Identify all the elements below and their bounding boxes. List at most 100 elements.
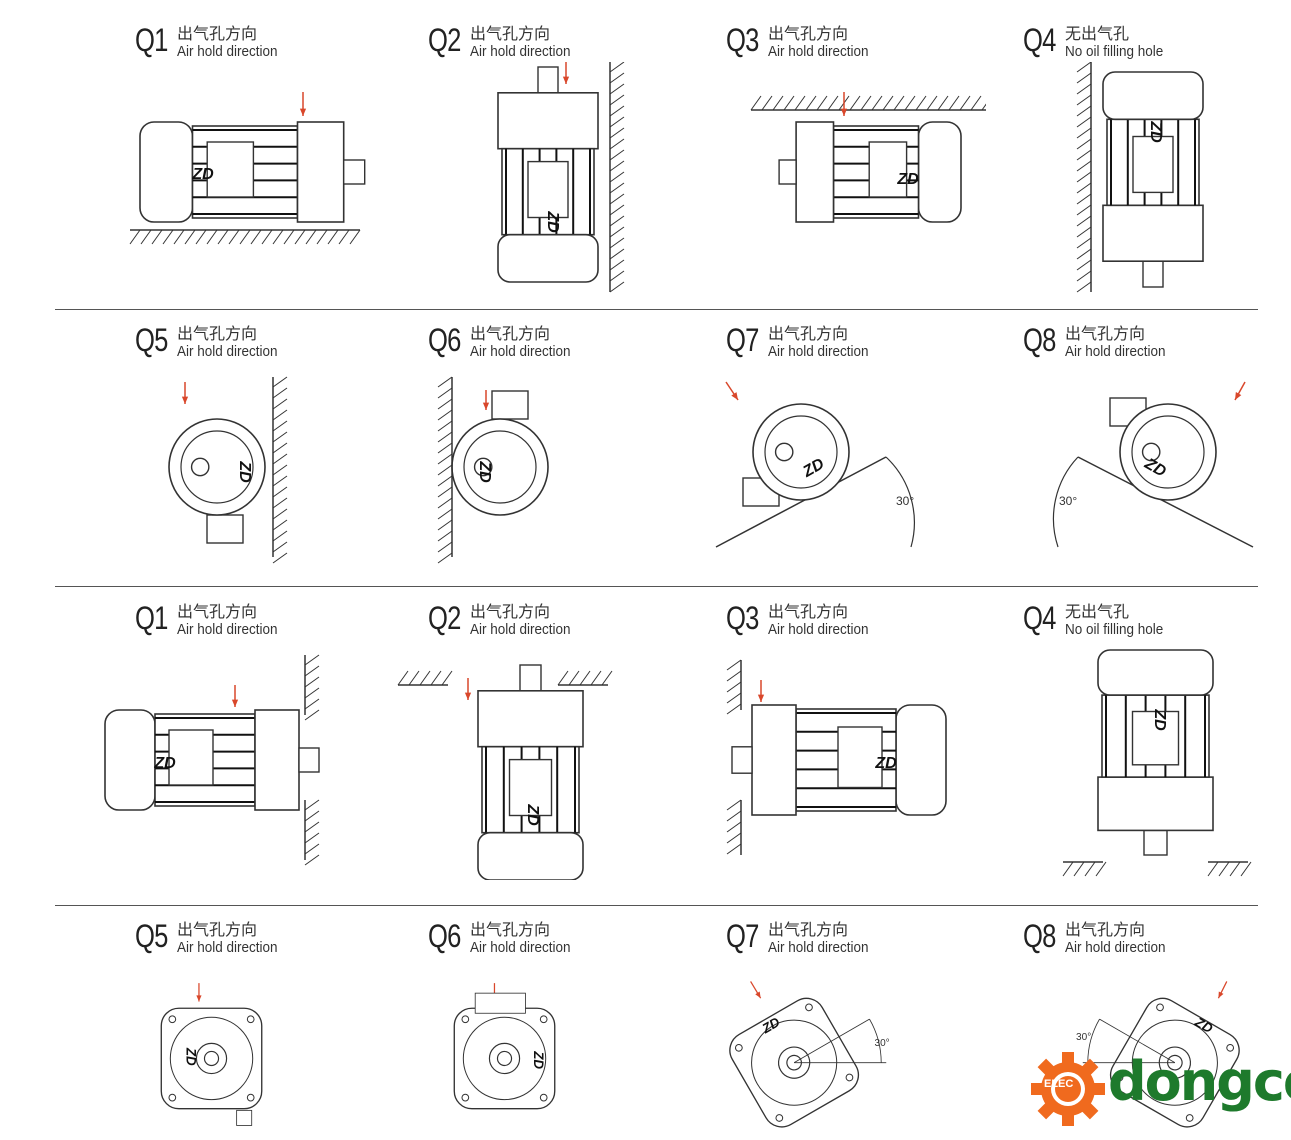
hatch-line xyxy=(430,670,442,686)
motor-mounting-figure: ZD xyxy=(1062,649,1252,877)
bolt-hole xyxy=(845,1073,854,1082)
hatch-line xyxy=(609,138,625,150)
watermark-word: dongco xyxy=(1108,1050,1291,1113)
terminal-box xyxy=(1132,135,1174,194)
motor-mounting-figure: ZD xyxy=(129,92,366,245)
hatch-line xyxy=(437,475,453,487)
bolt-hole xyxy=(539,1093,548,1102)
label-chinese: 出气孔方向 xyxy=(177,326,258,343)
ref-line xyxy=(1099,1018,1176,1064)
hatch-line xyxy=(437,541,453,553)
label-chinese: 出气孔方向 xyxy=(177,604,258,621)
label-chinese: 出气孔方向 xyxy=(470,326,551,343)
hatch-line xyxy=(1207,861,1219,877)
hatch-line xyxy=(173,229,185,245)
figure-group: ZD xyxy=(160,983,263,1126)
hatch-line xyxy=(304,687,320,699)
hatch-line xyxy=(1229,861,1241,877)
label-english: Air hold direction xyxy=(768,939,869,956)
hatch-line xyxy=(609,248,625,260)
air-arrow-head xyxy=(755,991,761,999)
hatch-line xyxy=(272,387,288,399)
hatch-line xyxy=(408,670,420,686)
motor-end xyxy=(752,403,850,501)
bolt-hole xyxy=(805,1003,813,1012)
motor-mounting-figure: ZD xyxy=(397,664,613,880)
hatch-line xyxy=(437,453,453,465)
hatch-line xyxy=(1076,248,1092,260)
hatch-line xyxy=(272,475,288,487)
hatch-line xyxy=(557,670,569,686)
gear-head xyxy=(497,91,599,150)
hatch-line xyxy=(609,215,625,227)
position-code: Q3 xyxy=(726,600,759,636)
hatch-line xyxy=(239,229,251,245)
label-chinese: 出气孔方向 xyxy=(470,604,551,621)
label-english: No oil filling hole xyxy=(1065,43,1164,60)
hatch-line xyxy=(1084,861,1096,877)
hatch-line xyxy=(294,229,306,245)
hatch-line xyxy=(1076,171,1092,183)
shaft xyxy=(519,664,542,692)
air-arrow-head xyxy=(464,692,472,700)
hatch-line xyxy=(1076,226,1092,238)
figure-group: ZD xyxy=(497,62,625,293)
label-chinese: 出气孔方向 xyxy=(470,26,551,43)
angle-arc xyxy=(869,1018,882,1063)
label-chinese: 出气孔方向 xyxy=(470,922,551,939)
hatch-line xyxy=(849,95,861,111)
angle-label: 30° xyxy=(1059,494,1077,508)
label-english: Air hold direction xyxy=(768,343,869,360)
position-code: Q2 xyxy=(428,22,461,58)
angle-label: 30° xyxy=(1076,1032,1091,1043)
hatch-line xyxy=(1076,259,1092,271)
hatch-line xyxy=(1076,270,1092,282)
hatch-line xyxy=(609,281,625,293)
motor-end-ring xyxy=(1131,415,1205,489)
figure-group: ZD xyxy=(104,654,320,866)
hatch-line xyxy=(1076,204,1092,216)
hatch-line xyxy=(609,116,625,128)
air-arrow-head xyxy=(731,392,738,400)
air-arrow-head xyxy=(196,995,202,1002)
hatch-line xyxy=(579,670,591,686)
bolt-hole xyxy=(734,1043,743,1052)
bolt-hole xyxy=(168,1015,177,1024)
bolt-hole xyxy=(461,1093,470,1102)
flange-ring xyxy=(462,1016,547,1101)
motor-mounting-figure: ZD xyxy=(104,654,320,866)
air-arrow-head xyxy=(1218,991,1224,999)
motor-end-ring xyxy=(764,415,838,489)
hatch-line xyxy=(1076,215,1092,227)
label-english: Air hold direction xyxy=(470,621,571,638)
terminal-box xyxy=(837,726,883,789)
motor-body xyxy=(477,664,584,880)
hatch-line xyxy=(272,398,288,410)
shaft xyxy=(778,159,797,185)
bolt-hole xyxy=(461,1015,470,1024)
motor-body xyxy=(778,121,962,223)
motor-mounting-figure: ZD xyxy=(168,376,288,564)
hatch-line xyxy=(816,95,828,111)
hatch-line xyxy=(272,541,288,553)
hatch-line xyxy=(970,95,982,111)
hatch-line xyxy=(304,832,320,844)
hatch-line xyxy=(217,229,229,245)
shaft-end xyxy=(496,1050,513,1067)
hatch-line xyxy=(437,530,453,542)
hatch-line xyxy=(162,229,174,245)
terminal-box xyxy=(236,1109,253,1126)
hatch-line xyxy=(726,681,742,693)
motor-mounting-figure: ZD xyxy=(160,983,263,1126)
figure-group: ZD xyxy=(1062,649,1252,877)
motor-logo: ZD xyxy=(191,166,214,183)
hatch-line xyxy=(609,270,625,282)
